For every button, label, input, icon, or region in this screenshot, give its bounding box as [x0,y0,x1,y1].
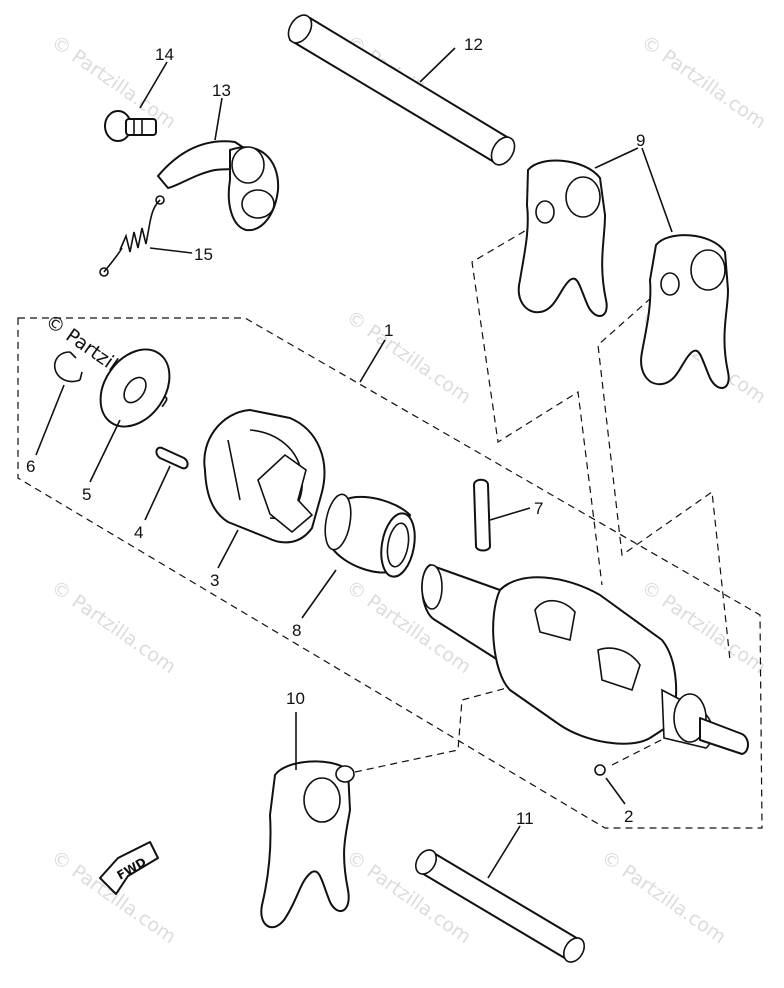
shift-drum [421,564,749,776]
part-6-circlip [54,351,83,383]
part-2-ball [594,764,606,776]
part-10-shift-fork [260,760,355,929]
callout-8: 8 [292,621,301,640]
part-14-bolt [104,110,157,142]
part-8-bearing [324,493,416,578]
callout-6: 6 [26,457,35,476]
callout-9: 9 [636,131,645,150]
callout-13: 13 [212,81,231,100]
leader-lines [35,47,673,879]
watermark: © Partzilla.com [637,31,770,133]
callout-14: 14 [155,45,174,64]
callout-11: 11 [516,809,534,828]
part-7-pin [473,478,491,552]
part-5-washer [99,348,171,428]
part-9-shift-fork-a [517,159,608,317]
part-11-fork-guide-bar [414,849,586,963]
watermark: © Partzilla.com [47,576,180,678]
fwd-arrow: FWD [99,841,159,895]
part-13-stopper-lever [157,140,280,232]
callout-7: 7 [534,499,543,518]
assembly-outline [17,317,763,829]
watermark: © Partzilla.com [342,846,475,948]
fork-alignment-guides [354,224,731,773]
callout-4: 4 [134,523,143,542]
callout-10: 10 [286,689,305,708]
watermark: © Partzilla.com [47,846,180,948]
callout-5: 5 [82,485,91,504]
watermark-layer: © Partzilla.com © Partzilla.com © Partzi… [47,31,770,948]
part-12-fork-guide-bar [287,14,516,166]
part-9-shift-fork-b [640,234,730,389]
watermark: © Partzilla.com [597,846,730,948]
callout-15: 15 [194,245,213,264]
callout-3: 3 [210,571,219,590]
callout-12: 12 [464,35,483,54]
part-15-spring [99,195,165,277]
watermark: © Partzilla.com [342,306,475,408]
callout-2: 2 [624,807,633,826]
callout-1: 1 [384,321,393,340]
part-4-dowel-pin [155,446,189,470]
callout-numbers: 12 14 13 15 9 1 6 5 4 3 8 7 10 2 11 [26,35,645,828]
part-3-segment [203,409,326,544]
